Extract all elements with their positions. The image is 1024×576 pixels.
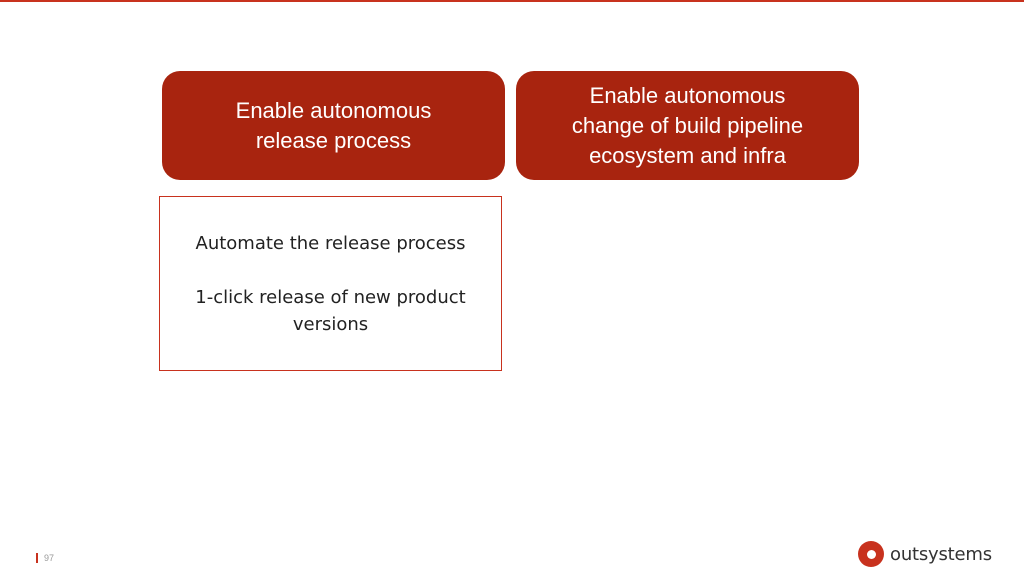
brand-logo: outsystems — [858, 541, 992, 567]
top-accent-rule — [0, 0, 1024, 2]
card-enable-autonomous-pipeline-label: Enable autonomous change of build pipeli… — [571, 82, 804, 168]
page-number-bar — [36, 553, 38, 563]
outsystems-logo-icon — [858, 541, 884, 567]
release-detail-box: Automate the release process 1-click rel… — [159, 196, 502, 371]
detail-text-one-click: 1-click release of new product versions — [195, 286, 466, 335]
detail-text-automate: Automate the release process — [195, 232, 466, 254]
card-enable-autonomous-release: Enable autonomous release process — [162, 71, 505, 180]
page-number-text: 97 — [44, 553, 55, 563]
brand-name: outsystems — [890, 543, 992, 565]
card-enable-autonomous-pipeline: Enable autonomous change of build pipeli… — [516, 71, 859, 180]
card-enable-autonomous-release-label: Enable autonomous release process — [235, 97, 432, 153]
page-number: 97 — [36, 553, 54, 563]
